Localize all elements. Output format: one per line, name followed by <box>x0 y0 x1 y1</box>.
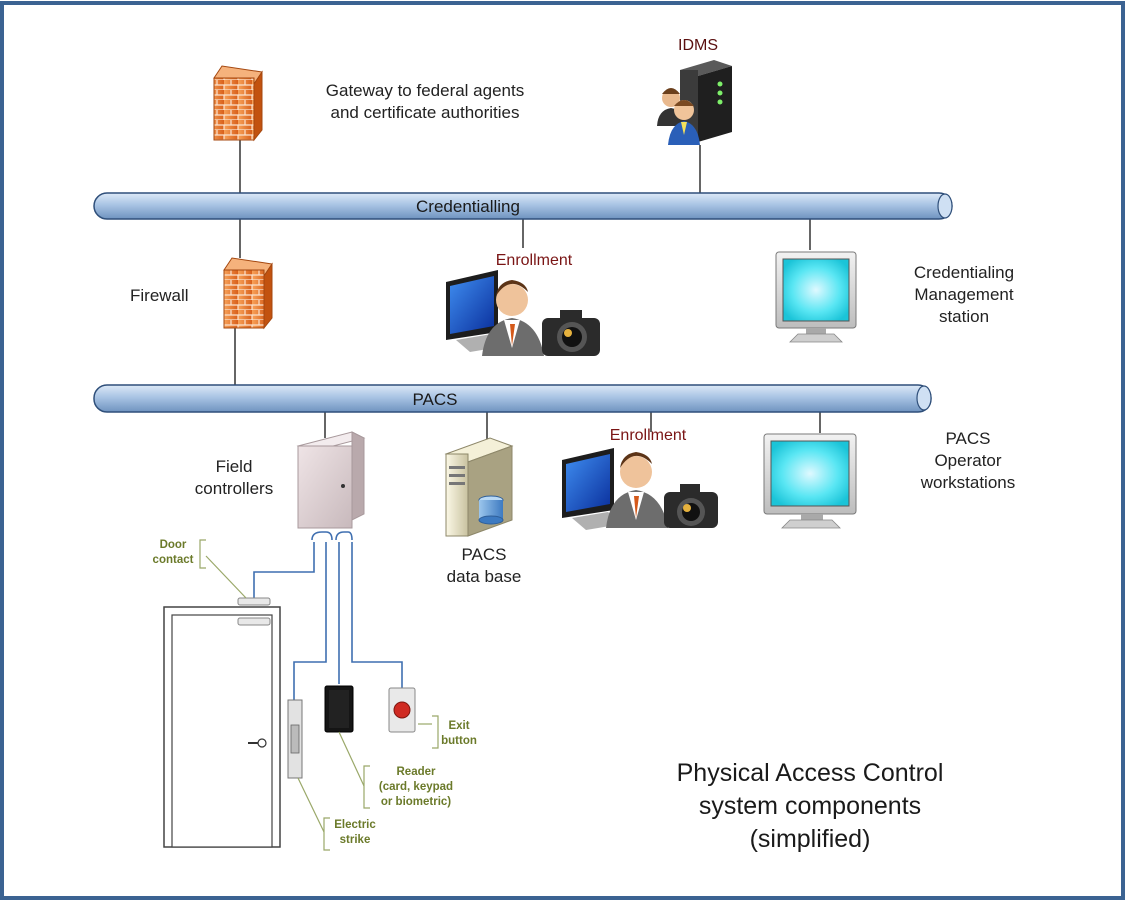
exit-button-line2: button <box>441 735 477 747</box>
reader-line2: (card, keypad <box>378 781 454 793</box>
enrollment-station-icon-bottom <box>562 448 718 530</box>
exit-button-callout: Exit button <box>432 719 486 749</box>
field-controllers-line1: Field <box>215 457 253 476</box>
firewall-label: Firewall <box>130 286 189 305</box>
callout-brackets <box>199 539 439 851</box>
field-controller-icon <box>296 431 366 529</box>
enrollment-top-label: Enrollment <box>495 252 573 269</box>
pacs-operator-line1: PACS <box>945 429 991 448</box>
electric-strike-icon <box>287 699 303 779</box>
title-line2: system components <box>698 792 922 820</box>
reader-callout: Reader (card, keypad or biometric) <box>366 765 466 810</box>
gateway-label-line1: Gateway to federal agents <box>325 81 525 100</box>
pacs-db-line2: data base <box>446 567 522 586</box>
enrollment-bottom-label: Enrollment <box>609 427 687 444</box>
field-controllers-line2: controllers <box>194 479 274 498</box>
title-line1: Physical Access Control <box>676 759 944 787</box>
enrollment-station-icon-top <box>446 270 600 356</box>
door-icon <box>163 606 281 848</box>
pacs-bus-label: PACS <box>412 390 457 409</box>
pacs-db-line1: PACS <box>461 545 507 564</box>
firewall-icon <box>223 257 273 330</box>
field-wiring <box>253 531 403 700</box>
gateway-firewall-icon <box>213 65 263 142</box>
diagram-title: Physical Access Control system component… <box>640 757 980 856</box>
pacs-operator-line2: Operator <box>934 451 1002 470</box>
pacs-bus: PACS <box>93 384 932 413</box>
pacs-database-server-icon <box>444 437 514 537</box>
door-contact-line2: contact <box>152 554 194 566</box>
cred-mgmt-line3: station <box>938 307 990 326</box>
cred-mgmt-line1: Credentialing <box>913 263 1015 282</box>
cred-mgmt-line2: Management <box>914 285 1014 304</box>
credentialing-management-label: Credentialing Management station <box>896 262 1032 328</box>
pacs-operator-label: PACS Operator workstations <box>910 428 1026 494</box>
field-controllers-label: Field controllers <box>184 456 284 500</box>
connector-lines <box>234 138 821 440</box>
title-line3: (simplified) <box>749 825 871 853</box>
electric-strike-line1: Electric <box>334 819 376 831</box>
credentialling-bus: Credentialling <box>93 192 953 220</box>
credentialling-bus-label: Credentialling <box>416 197 520 216</box>
reader-icon <box>324 685 354 733</box>
credentialing-monitor-icon <box>775 251 857 343</box>
pacs-operator-monitor-icon <box>763 433 857 529</box>
exit-button-line1: Exit <box>448 720 470 732</box>
exit-button-icon <box>388 687 416 733</box>
door-contact-icon <box>237 597 271 626</box>
electric-strike-line2: strike <box>339 834 371 846</box>
door-contact-line1: Door <box>159 539 187 551</box>
reader-line1: Reader <box>396 766 436 778</box>
door-contact-callout: Door contact <box>144 538 202 568</box>
idms-label: IDMS <box>678 37 718 54</box>
pacs-database-label: PACS data base <box>434 544 534 588</box>
gateway-label: Gateway to federal agents and certificat… <box>305 80 545 124</box>
gateway-label-line2: and certificate authorities <box>330 103 520 122</box>
electric-strike-callout: Electric strike <box>326 818 384 848</box>
pacs-operator-line3: workstations <box>920 473 1016 492</box>
idms-server-icon <box>657 60 732 145</box>
reader-line3: or biometric) <box>380 796 452 808</box>
